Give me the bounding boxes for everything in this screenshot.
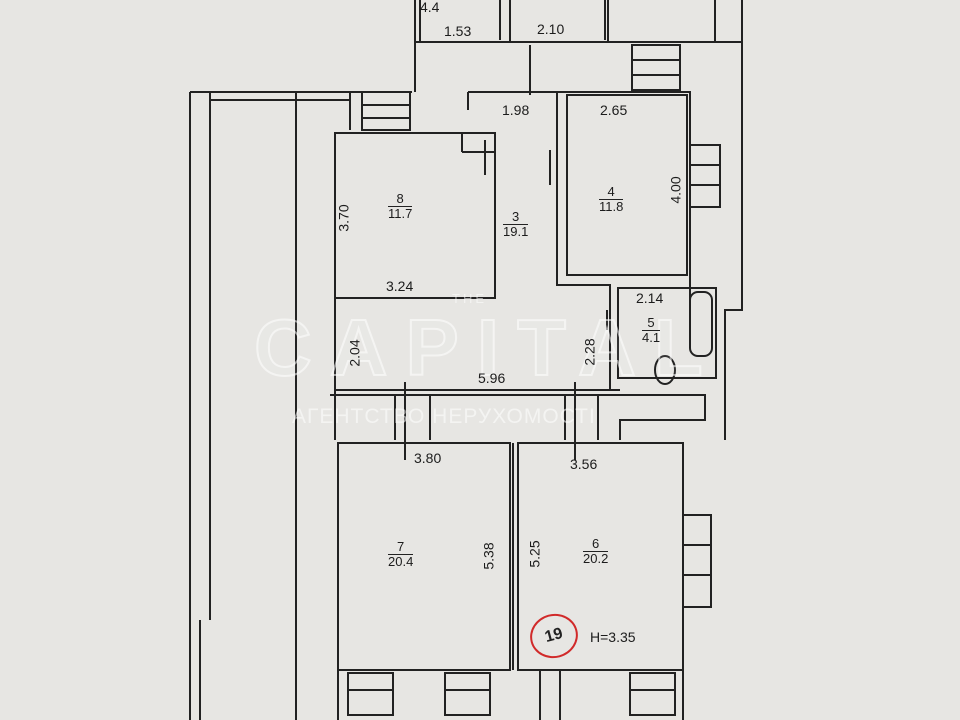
room-number: 8 bbox=[388, 192, 413, 207]
room-3-label: 3 19.1 bbox=[503, 210, 529, 239]
room-area: 11.8 bbox=[599, 198, 624, 214]
room-number: 3 bbox=[503, 210, 529, 225]
dim-hall-width: 5.96 bbox=[478, 370, 506, 386]
dim-bath-width: 2.14 bbox=[636, 290, 664, 306]
room-area: 4.1 bbox=[642, 329, 661, 345]
room-area: 19.1 bbox=[503, 223, 529, 239]
dim-room7-height: 5.38 bbox=[480, 542, 497, 570]
dim-top-partial: 4.4 bbox=[420, 0, 440, 15]
room-7-label: 7 20.4 bbox=[388, 540, 414, 569]
dim-top-left: 1.53 bbox=[444, 23, 472, 39]
dim-room8-width: 3.24 bbox=[386, 278, 414, 294]
room-area: 20.2 bbox=[583, 550, 609, 566]
room-6-label: 6 20.2 bbox=[583, 537, 609, 566]
room-5-label: 5 4.1 bbox=[642, 316, 661, 345]
dim-room6-width: 3.56 bbox=[570, 456, 598, 472]
dim-hall-right: 2.28 bbox=[581, 338, 598, 366]
room-area: 11.7 bbox=[388, 205, 413, 221]
dim-room4-height: 4.00 bbox=[667, 176, 684, 204]
room-number: 5 bbox=[642, 316, 661, 331]
dim-corridor-top: 1.98 bbox=[502, 102, 530, 118]
watermark-top: THE bbox=[452, 291, 487, 306]
dim-top-mid: 2.10 bbox=[537, 21, 565, 37]
room-area: 20.4 bbox=[388, 553, 414, 569]
watermark-subtitle: АГЕНТСТВО НЕРУХОМОСТІ bbox=[292, 405, 596, 428]
room-number: 6 bbox=[583, 537, 609, 552]
dim-room6-height: 5.25 bbox=[526, 540, 543, 568]
ceiling-height-label: H=3.35 bbox=[590, 629, 636, 645]
room-number: 7 bbox=[388, 540, 414, 555]
room-4-label: 4 11.8 bbox=[599, 185, 624, 214]
dim-room7-width: 3.80 bbox=[414, 450, 442, 466]
room-8-label: 8 11.7 bbox=[388, 192, 413, 221]
watermark-logo: CAPITAL bbox=[253, 303, 721, 392]
room-number: 4 bbox=[599, 185, 624, 200]
dim-hall-left: 2.04 bbox=[346, 339, 363, 367]
dim-room4-width: 2.65 bbox=[600, 102, 628, 118]
dim-room8-height: 3.70 bbox=[335, 204, 352, 232]
